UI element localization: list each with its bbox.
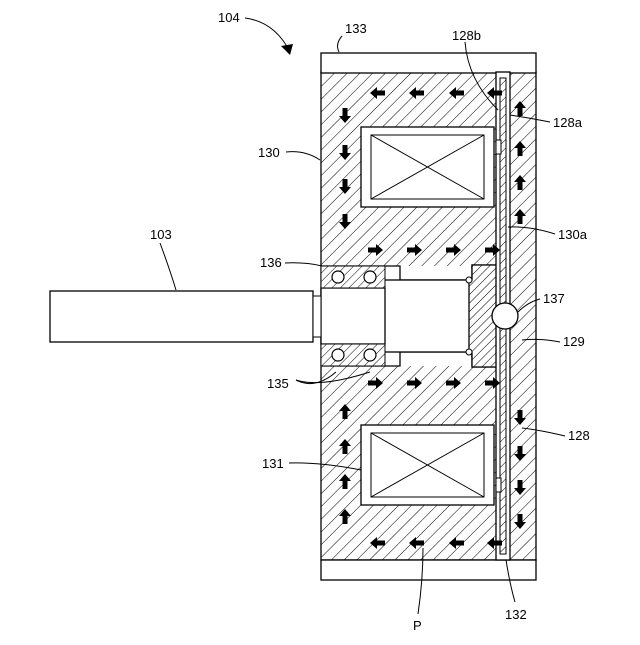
label-130: 130: [258, 145, 280, 160]
label-132: 132: [505, 607, 527, 622]
label-129: 129: [563, 334, 585, 349]
label-135: 135: [267, 376, 289, 391]
label-131: 131: [262, 456, 284, 471]
ref-104-arrowhead: [281, 44, 293, 55]
label-128a: 128a: [553, 115, 583, 130]
upper-coil: [361, 127, 494, 207]
label-103: 103: [150, 227, 172, 242]
label-P: P: [413, 618, 422, 633]
label-104: 104: [218, 10, 240, 25]
top-plate: [321, 53, 536, 73]
label-128: 128: [568, 428, 590, 443]
lower-coil: [361, 425, 494, 505]
seal-lower: [466, 349, 472, 355]
bearing-upper: [321, 266, 385, 288]
bearing-lower: [321, 344, 385, 366]
label-136: 136: [260, 255, 282, 270]
external-shaft-103: [50, 291, 321, 342]
label-133: 133: [345, 21, 367, 36]
ball-137: [492, 303, 518, 329]
label-137: 137: [543, 291, 565, 306]
seal-upper: [466, 277, 472, 283]
inner-shaft: [321, 280, 469, 352]
bottom-plate: [321, 560, 536, 580]
label-128b: 128b: [452, 28, 481, 43]
label-130a: 130a: [558, 227, 588, 242]
